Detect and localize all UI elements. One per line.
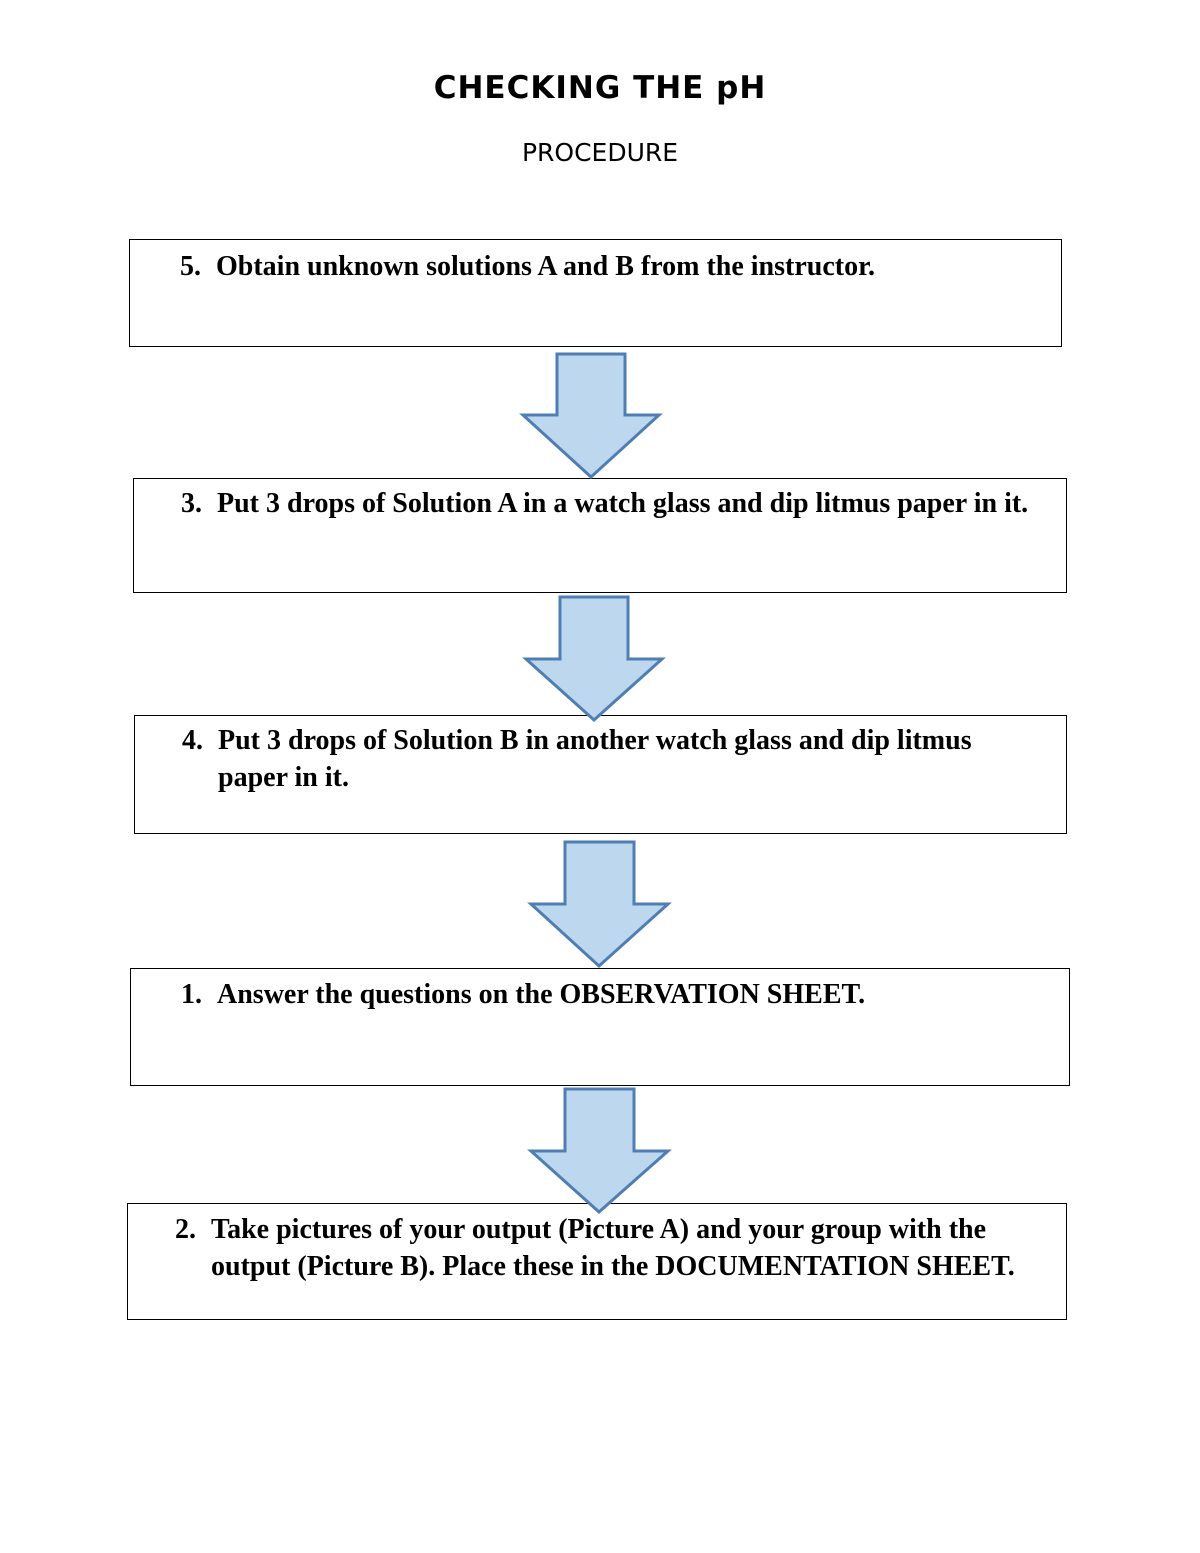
step-box-1 bbox=[129, 239, 1062, 347]
step-box-2 bbox=[133, 478, 1067, 593]
step-number: 1. bbox=[181, 979, 202, 1010]
step-text-3: 4. Put 3 drops of Solution B in another … bbox=[182, 722, 1042, 796]
step-number: 5. bbox=[180, 251, 201, 282]
step-text-4: 1. Answer the questions on the OBSERVATI… bbox=[181, 976, 1041, 1013]
step-description: Take pictures of your output (Picture A)… bbox=[211, 1214, 1015, 1282]
step-description: Put 3 drops of Solution A in a watch gla… bbox=[217, 488, 1029, 519]
down-arrow-icon bbox=[527, 840, 672, 969]
step-box-3 bbox=[134, 715, 1067, 834]
step-box-5 bbox=[127, 1203, 1067, 1320]
step-number: 2. bbox=[175, 1214, 196, 1245]
page-subtitle: PROCEDURE bbox=[521, 138, 679, 167]
step-text-1: 5. Obtain unknown solutions A and B from… bbox=[180, 248, 1040, 285]
down-arrow-icon bbox=[519, 352, 663, 480]
step-box-4 bbox=[130, 968, 1070, 1086]
step-text-5: 2. Take pictures of your output (Picture… bbox=[175, 1211, 1060, 1285]
step-number: 3. bbox=[181, 488, 202, 519]
step-description: Obtain unknown solutions A and B from th… bbox=[216, 251, 875, 282]
down-arrow-icon bbox=[522, 595, 666, 723]
page-title: CHECKING THE pH bbox=[433, 70, 767, 106]
step-number: 4. bbox=[182, 725, 203, 756]
step-text-2: 3. Put 3 drops of Solution A in a watch … bbox=[181, 485, 1041, 522]
down-arrow-icon bbox=[527, 1087, 672, 1215]
step-description: Answer the questions on the OBSERVATION … bbox=[217, 979, 866, 1010]
step-description: Put 3 drops of Solution B in another wat… bbox=[218, 725, 972, 793]
